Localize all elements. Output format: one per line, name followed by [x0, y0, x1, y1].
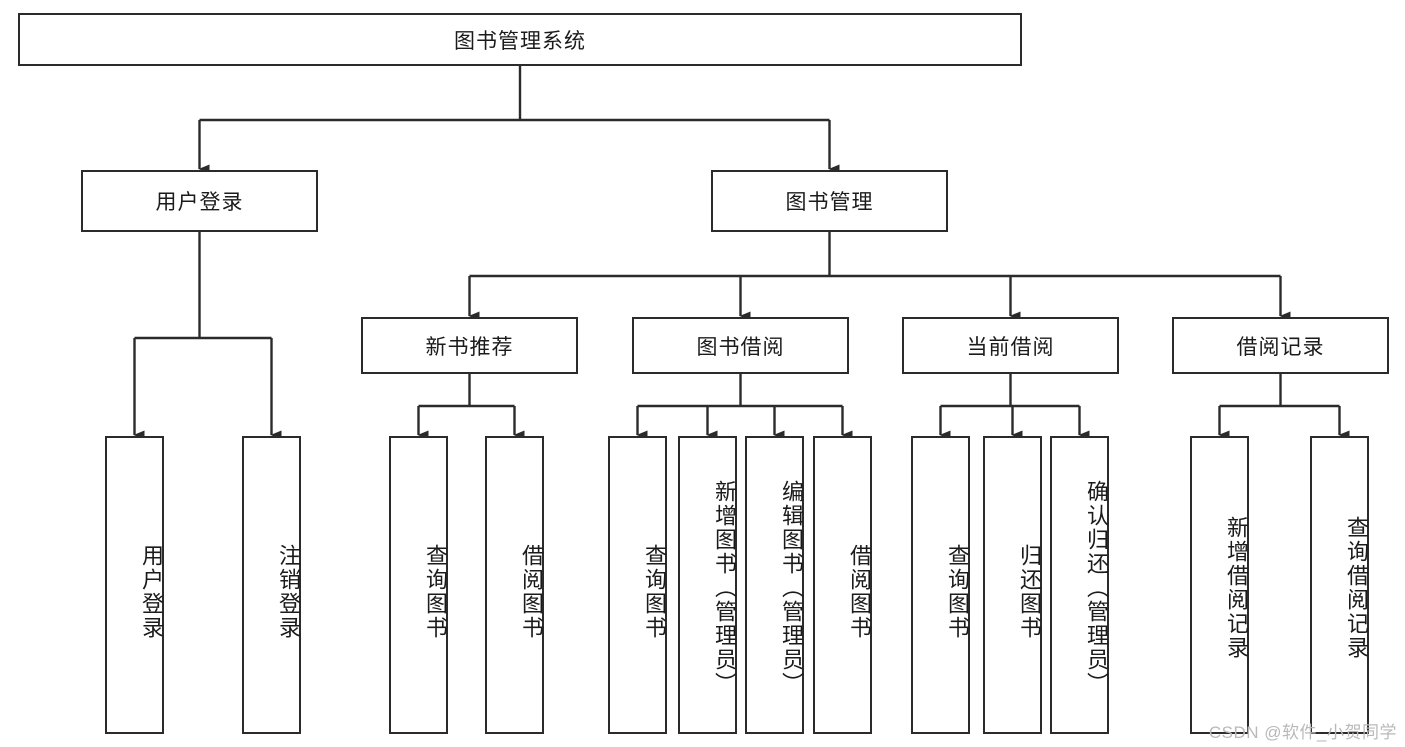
node-new-book-rec[interactable]: 新书推荐	[361, 317, 578, 374]
node-label: 注销登录	[276, 544, 301, 640]
node-label: 查询借阅记录	[1344, 516, 1369, 660]
node-label: 归还图书	[1017, 544, 1042, 640]
node-leaf-return-book[interactable]: 归还图书	[983, 436, 1042, 734]
node-label: 用户登录	[139, 544, 164, 640]
node-label: 用户登录	[155, 191, 244, 214]
node-label: 借阅记录	[1236, 335, 1325, 359]
node-label: 查询图书	[945, 544, 970, 640]
node-leaf-user-login[interactable]: 用户登录	[105, 436, 164, 734]
node-label: 查询图书	[642, 544, 667, 640]
node-leaf-logout[interactable]: 注销登录	[242, 436, 301, 734]
node-leaf-confirm-return[interactable]: 确认归还（管理员）	[1050, 436, 1109, 734]
node-label: 图书借阅	[696, 335, 785, 359]
node-book-borrow[interactable]: 图书借阅	[632, 317, 849, 374]
node-label: 新增图书（管理员）	[712, 480, 737, 696]
node-leaf-add-record[interactable]: 新增借阅记录	[1190, 436, 1249, 734]
node-book-mgmt[interactable]: 图书管理	[711, 170, 948, 232]
node-leaf-borrow-book-2[interactable]: 借阅图书	[813, 436, 872, 734]
node-label: 借阅图书	[847, 544, 872, 640]
node-current-borrow[interactable]: 当前借阅	[902, 317, 1119, 374]
node-root[interactable]: 图书管理系统	[18, 13, 1022, 66]
node-borrow-record[interactable]: 借阅记录	[1172, 317, 1389, 374]
node-leaf-edit-book[interactable]: 编辑图书（管理员）	[745, 436, 804, 734]
node-label: 查询图书	[423, 544, 448, 640]
node-label: 编辑图书（管理员）	[779, 480, 804, 696]
node-label: 图书管理	[785, 191, 874, 214]
node-label: 当前借阅	[966, 335, 1055, 359]
node-label: 新增借阅记录	[1224, 516, 1249, 660]
node-leaf-query-record[interactable]: 查询借阅记录	[1310, 436, 1369, 734]
watermark-label: CSDN @软件_小贺同学	[1208, 723, 1397, 742]
node-user-login[interactable]: 用户登录	[81, 170, 318, 232]
node-leaf-query-book-2[interactable]: 查询图书	[608, 436, 667, 734]
node-leaf-borrow-book-1[interactable]: 借阅图书	[485, 436, 544, 734]
node-label: 确认归还（管理员）	[1084, 480, 1109, 696]
node-label: 借阅图书	[519, 544, 544, 640]
node-leaf-query-book-3[interactable]: 查询图书	[911, 436, 970, 734]
node-leaf-query-book-1[interactable]: 查询图书	[389, 436, 448, 734]
node-label: 图书管理系统	[454, 29, 586, 53]
node-leaf-add-book[interactable]: 新增图书（管理员）	[678, 436, 737, 734]
node-label: 新书推荐	[425, 335, 514, 359]
